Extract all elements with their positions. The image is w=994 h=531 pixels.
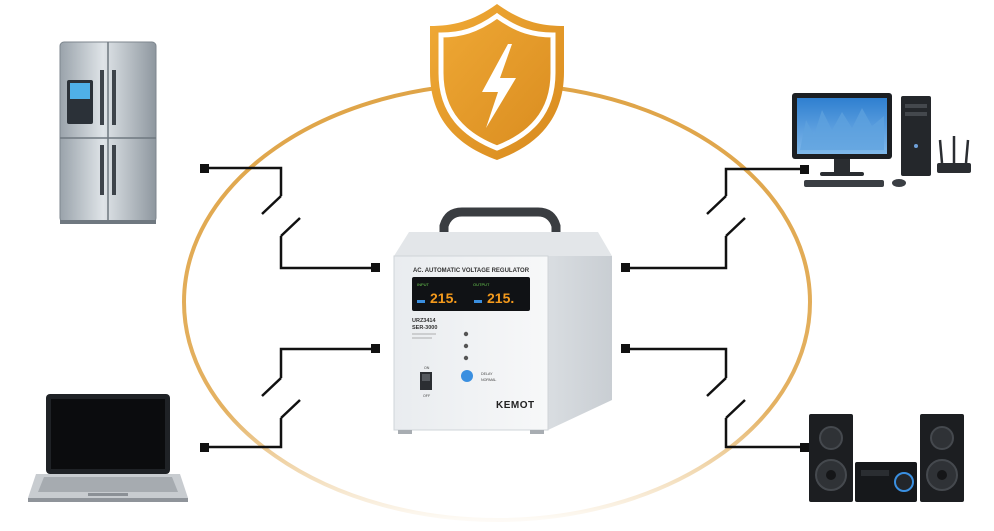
terminal-right-top-outer (800, 165, 809, 174)
wire-right-top (626, 167, 804, 270)
terminal-left-bottom-outer (200, 443, 209, 452)
voltage-regulator: AC. AUTOMATIC VOLTAGE REGULATOR INPUT OU… (393, 207, 612, 434)
lightning-shield-icon (430, 4, 564, 160)
router-icon (937, 136, 971, 173)
switch-off-label: OFF (423, 394, 431, 398)
regulator-title: AC. AUTOMATIC VOLTAGE REGULATOR (413, 268, 530, 274)
normal-label: NORMAL (481, 378, 496, 382)
model-code-2: SER-3000 (412, 325, 437, 331)
terminal-right-bottom-inner (621, 344, 630, 353)
power-switch: ON OFF (420, 366, 432, 398)
refrigerator-icon (59, 41, 157, 224)
input-label: INPUT (417, 282, 430, 287)
wire-right-bottom (626, 347, 804, 449)
wire-left-bottom (204, 347, 374, 449)
wire-left-top (204, 166, 374, 270)
desktop-computer-icon (792, 93, 931, 187)
input-voltage-value: 215. (430, 290, 457, 306)
laptop-icon (28, 394, 188, 502)
terminal-left-top-outer (200, 164, 209, 173)
brand-logo: KEMOT (496, 400, 535, 411)
terminal-left-bottom-inner (371, 344, 380, 353)
terminal-left-top-inner (371, 263, 380, 272)
output-label: OUTPUT (473, 282, 490, 287)
output-voltage-value: 215. (487, 290, 514, 306)
terminal-right-top-inner (621, 263, 630, 272)
led-blue-indicator (461, 370, 473, 382)
terminal-right-bottom-outer (800, 443, 809, 452)
regulator-display (412, 277, 530, 311)
delay-label: DELAY (481, 372, 493, 376)
switch-on-label: ON (424, 366, 430, 370)
model-code-1: URZ3414 (412, 318, 436, 324)
speaker-system-icon (809, 414, 964, 502)
